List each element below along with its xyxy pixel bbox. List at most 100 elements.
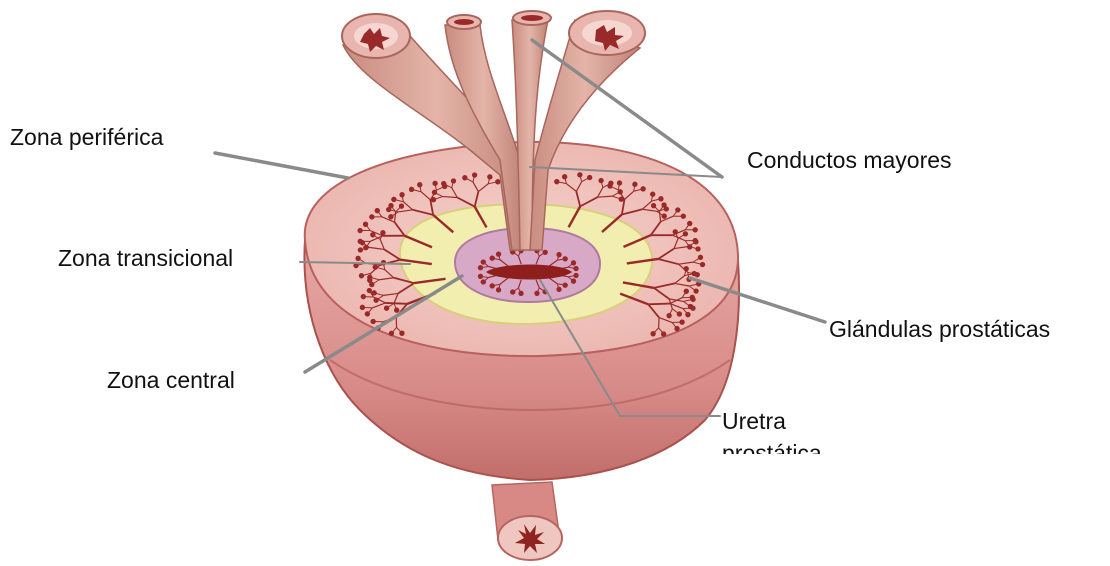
gland-acinus (441, 181, 446, 186)
gland-acinus (690, 306, 695, 311)
gland-acinus (358, 228, 363, 233)
gland-acinus (534, 291, 539, 296)
gland-acinus (667, 313, 672, 318)
gland-acinus (472, 172, 477, 177)
gland-acinus (587, 175, 592, 180)
gland-acinus (394, 308, 399, 313)
gland-acinus (369, 214, 374, 219)
label-glandulas-prostaticas: Glándulas prostáticas (829, 318, 1050, 341)
gland-acinus (367, 275, 372, 280)
gland-duct-branch (386, 303, 408, 304)
label-uretra-line2: prostática (722, 442, 822, 454)
gland-acinus (577, 172, 582, 177)
label-zona-periferica: Zona periférica (10, 126, 163, 149)
gland-acinus (481, 279, 486, 284)
gland-acinus (651, 331, 656, 336)
gland-acinus (662, 214, 667, 219)
gland-acinus (462, 175, 467, 180)
gland-acinus (371, 319, 376, 324)
label-conductos-mayores: Conductos mayores (747, 149, 952, 172)
gland-acinus (431, 197, 436, 202)
gland-acinus (683, 231, 688, 236)
gland-acinus (641, 186, 646, 191)
gland-acinus (375, 208, 380, 213)
gland-acinus (681, 214, 686, 219)
gland-acinus (661, 331, 666, 336)
gland-acinus (496, 252, 501, 257)
gland-acinus (607, 183, 612, 188)
gland-acinus (679, 320, 684, 325)
gland-acinus (677, 311, 682, 316)
gland-acinus (685, 312, 690, 317)
gland-acinus (386, 207, 391, 212)
gland-acinus (490, 283, 495, 288)
gland-acinus (673, 229, 678, 234)
gland-acinus (651, 203, 656, 208)
gland-acinus (399, 204, 404, 209)
gland-acinus (388, 214, 393, 219)
gland-acinus (556, 252, 561, 257)
gland-acinus (510, 289, 515, 294)
gland-acinus (432, 181, 437, 186)
gland-acinus (359, 273, 364, 278)
label-uretra-clip: prostática (722, 440, 862, 454)
gland-acinus (358, 239, 363, 244)
gland-acinus (658, 196, 663, 201)
gland-acinus (632, 182, 637, 187)
gland-acinus (684, 289, 689, 294)
gland-acinus (478, 265, 483, 270)
gland-acinus (490, 256, 495, 261)
gland-acinus (687, 221, 692, 226)
gland-acinus (518, 291, 523, 296)
gland-acinus (698, 255, 703, 260)
lower-urethra-tube (492, 482, 562, 560)
gland-acinus (409, 187, 414, 192)
gland-acinus (481, 259, 486, 264)
gland-acinus (487, 174, 492, 179)
gland-acinus (700, 262, 705, 267)
gland-acinus (363, 222, 368, 227)
gland-acinus (693, 239, 698, 244)
gland-acinus (661, 202, 666, 207)
label-zona-transicional: Zona transicional (58, 247, 233, 270)
gland-acinus (478, 274, 483, 279)
gland-acinus (617, 180, 622, 185)
gland-acinus (432, 190, 437, 195)
gland-acinus (693, 288, 698, 293)
gland-acinus (563, 256, 568, 261)
gland-acinus (355, 256, 360, 261)
gland-acinus (563, 283, 568, 288)
gland-acinus (391, 197, 396, 202)
gland-acinus (571, 279, 576, 284)
gland-duct-branch (648, 304, 670, 305)
gland-acinus (358, 247, 363, 252)
leader-zona-periferica (215, 153, 348, 178)
gland-acinus (675, 207, 680, 212)
gland-acinus (554, 179, 559, 184)
gland-acinus (650, 192, 655, 197)
gland-acinus (451, 178, 456, 183)
gland-acinus (573, 266, 578, 271)
gland-acinus (360, 305, 365, 310)
gland-acinus (361, 294, 366, 299)
gland-acinus (363, 245, 368, 250)
gland-acinus (399, 192, 404, 197)
gland-acinus (496, 287, 501, 292)
gland-acinus (573, 273, 578, 278)
gland-acinus (693, 227, 698, 232)
gland-acinus (365, 311, 370, 316)
gland-acinus (543, 250, 548, 255)
gland-acinus (389, 331, 394, 336)
gland-acinus (598, 178, 603, 183)
gland-acinus (495, 179, 500, 184)
gland-acinus (674, 326, 679, 331)
gland-acinus (562, 174, 567, 179)
gland-acinus (367, 288, 372, 293)
duct-openings (342, 11, 645, 58)
gland-acinus (695, 246, 700, 251)
gland-acinus (399, 331, 404, 336)
label-zona-central: Zona central (107, 369, 235, 392)
gland-acinus (690, 295, 695, 300)
